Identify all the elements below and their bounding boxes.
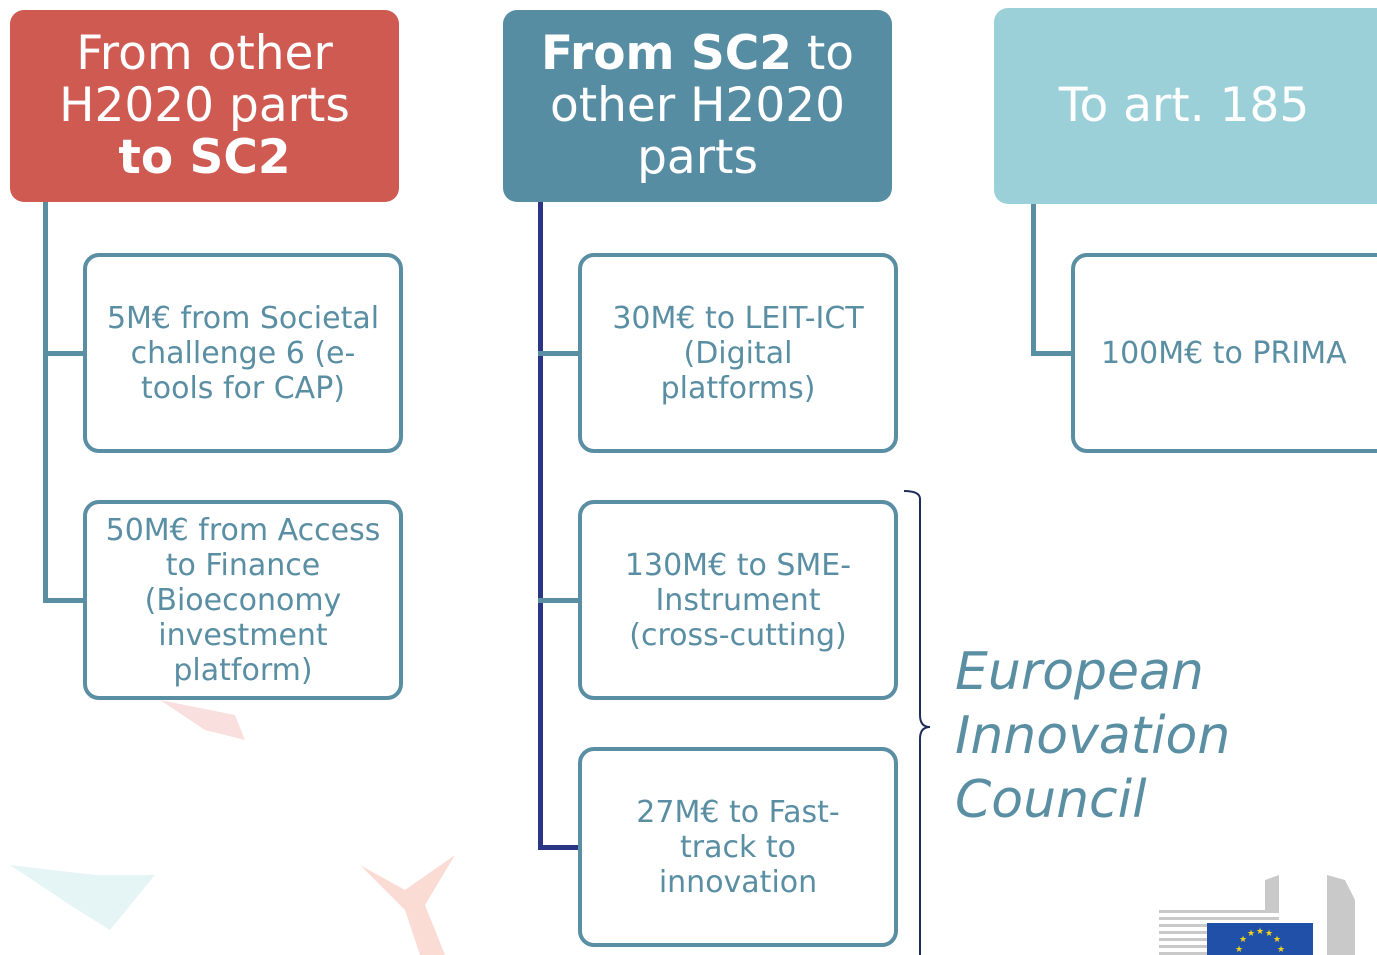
box-line: tools for CAP) [140, 370, 345, 406]
connector-middle-branch-2 [538, 598, 580, 603]
header-middle-bold: From SC2 [540, 26, 792, 81]
connector-middle-branch-1 [538, 351, 580, 356]
header-from-sc2-to-other: From SC2 to other H2020 parts [503, 10, 892, 202]
svg-text:★: ★ [1247, 929, 1255, 939]
svg-text:★: ★ [1277, 945, 1285, 955]
connector-middle-vertical [538, 202, 543, 850]
box-line: (Digital [683, 335, 793, 371]
svg-text:★: ★ [1265, 929, 1273, 939]
box-line: 27M€ to Fast- [636, 794, 840, 830]
european-innovation-council-label: European Innovation Council [955, 640, 1315, 832]
header-to-art-185: To art. 185 [994, 8, 1377, 204]
eic-line3: Council [955, 770, 1147, 830]
header-middle-line2: other H2020 [549, 78, 846, 133]
connector-left-vertical [43, 202, 48, 603]
connector-left-branch-1 [43, 351, 85, 356]
box-line: 50M€ from Access [105, 512, 381, 548]
header-right-text: To art. 185 [1058, 78, 1310, 133]
header-middle-line3: parts [637, 130, 758, 185]
box-line: track to [679, 829, 796, 865]
box-line: (cross-cutting) [629, 617, 847, 653]
box-line: innovation [658, 864, 818, 900]
eic-line2: Innovation [955, 706, 1231, 766]
svg-text:★: ★ [1239, 935, 1247, 945]
box-text: 5M€ from Societal challenge 6 (e- tools … [107, 301, 379, 406]
connector-left-branch-2 [43, 598, 85, 603]
box-line: 100M€ to PRIMA [1101, 335, 1347, 371]
brace-bracket [903, 490, 931, 955]
svg-text:★: ★ [1256, 927, 1264, 937]
svg-text:★: ★ [1235, 945, 1243, 955]
header-left-line3: to SC2 [118, 130, 291, 185]
box-text: 27M€ to Fast- track to innovation [636, 795, 839, 900]
box-text: 130M€ to SME- Instrument (cross-cutting) [625, 548, 851, 653]
header-middle-line1: From SC2 to [541, 28, 854, 80]
box-line: platform) [173, 652, 313, 688]
connector-right-vertical [1031, 204, 1036, 356]
box-text: 30M€ to LEIT-ICT (Digital platforms) [612, 301, 863, 406]
box-access-to-finance: 50M€ from Access to Finance (Bioeconomy … [83, 500, 403, 700]
header-from-other-to-sc2: From other H2020 parts to SC2 [10, 10, 399, 202]
box-line: challenge 6 (e- [130, 335, 356, 371]
header-left-line2: H2020 parts [59, 78, 350, 133]
box-text: 100M€ to PRIMA [1101, 336, 1347, 371]
connector-right-branch-1 [1031, 351, 1073, 356]
box-line: to Finance [165, 547, 321, 583]
box-line: investment [158, 617, 328, 653]
box-prima: 100M€ to PRIMA [1071, 253, 1377, 453]
box-line: (Bioeconomy [144, 582, 342, 618]
box-text: 50M€ from Access to Finance (Bioeconomy … [106, 513, 381, 688]
european-commission-logo: ★ ★ ★ ★ ★ ★ ★ [1159, 875, 1355, 955]
svg-text:★: ★ [1273, 935, 1281, 945]
box-sme-instrument: 130M€ to SME- Instrument (cross-cutting) [578, 500, 898, 700]
box-line: Instrument [655, 582, 821, 618]
box-societal-challenge-6: 5M€ from Societal challenge 6 (e- tools … [83, 253, 403, 453]
box-line: 130M€ to SME- [624, 547, 852, 583]
box-line: platforms) [660, 370, 816, 406]
connector-middle-branch-3 [538, 845, 580, 850]
box-line: 30M€ to LEIT-ICT [612, 300, 864, 336]
box-line: 5M€ from Societal [106, 300, 380, 336]
box-leit-ict: 30M€ to LEIT-ICT (Digital platforms) [578, 253, 898, 453]
eic-line1: European [955, 642, 1204, 702]
header-left-line1: From other [76, 26, 333, 81]
box-fast-track: 27M€ to Fast- track to innovation [578, 747, 898, 947]
header-middle-line1-rest: to [791, 26, 855, 81]
